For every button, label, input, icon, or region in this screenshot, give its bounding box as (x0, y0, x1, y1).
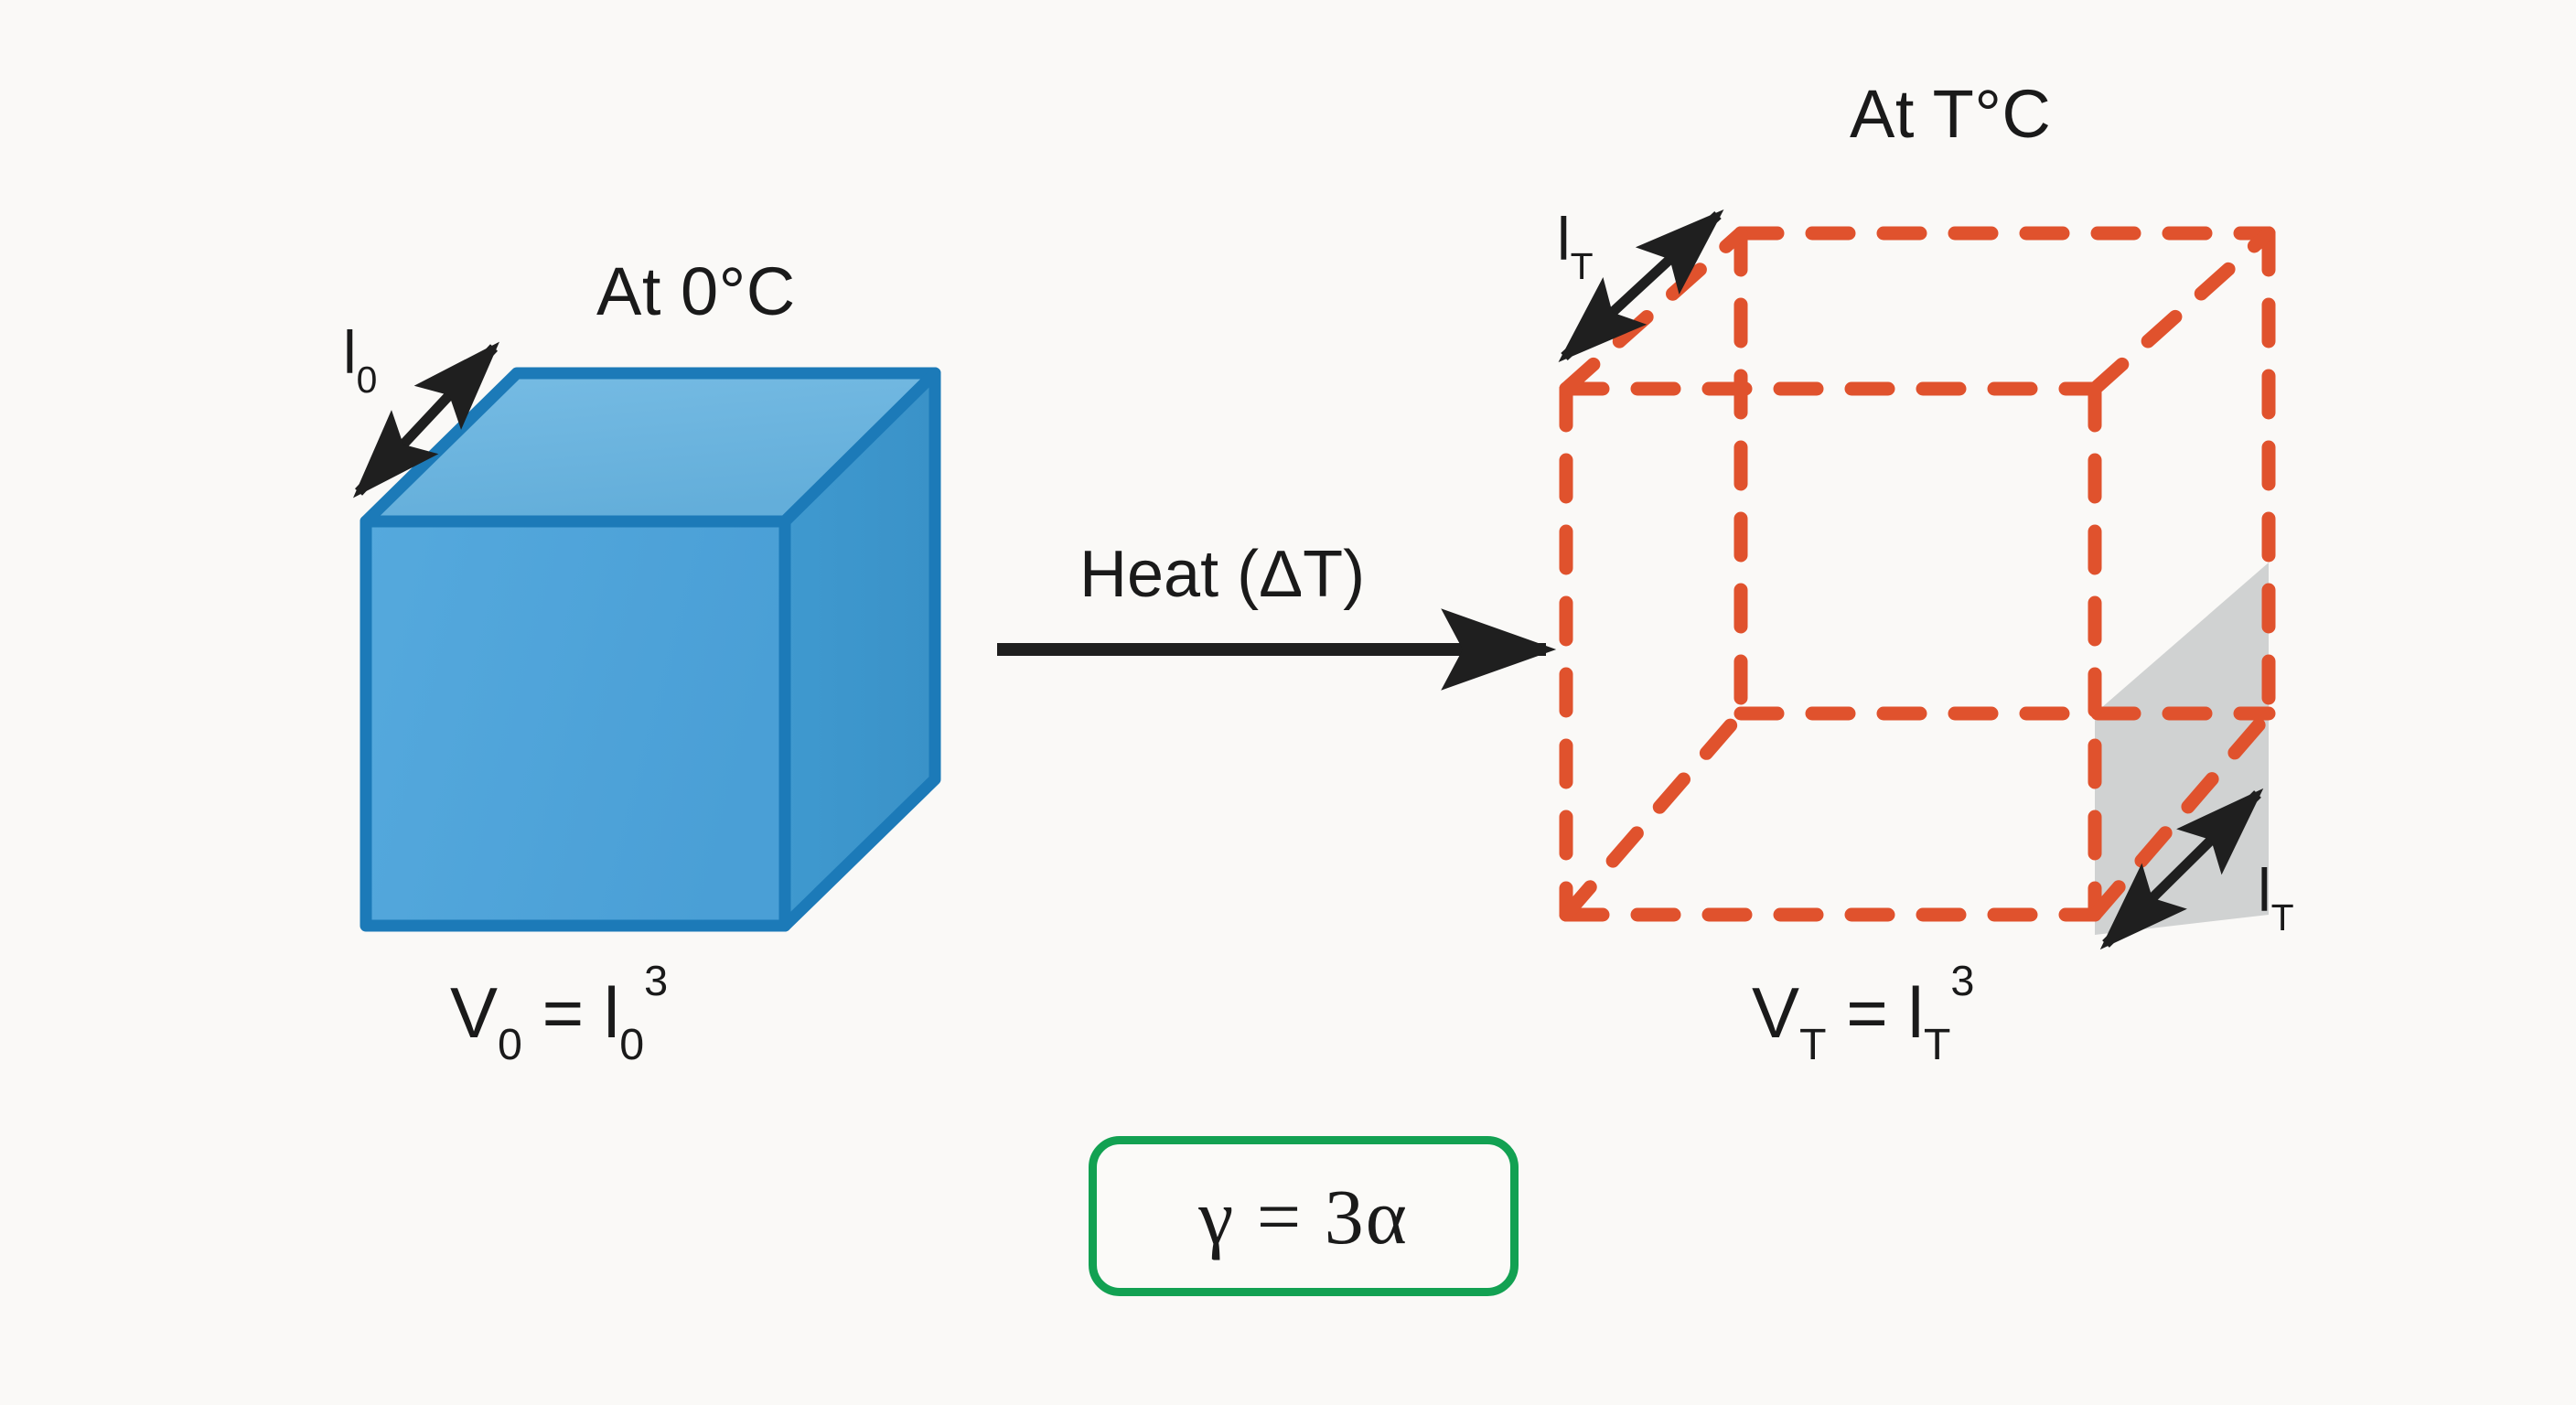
lt-bottom-dimension-arrow (2099, 788, 2264, 950)
l0-dimension-arrow (352, 341, 500, 499)
vt-subscript: T (1799, 1020, 1827, 1070)
lt-top-base: l (1557, 205, 1571, 273)
heat-transition-label: Heat (ΔT) (1079, 538, 1366, 611)
connector-bottom-right (2088, 706, 2276, 922)
vt-rhs-superscript: 3 (1950, 957, 1975, 1005)
connector-top-left (1559, 226, 1748, 396)
relation-formula-text: γ = 3α (1198, 1172, 1409, 1260)
v0-subscript: 0 (498, 1020, 522, 1070)
v0-rhs-base: l (603, 972, 620, 1053)
lt-top-dimension-label: lT (1557, 209, 1594, 284)
l0-base: l (343, 318, 357, 386)
cube-at-0c (360, 367, 941, 932)
vt-equals: = (1826, 972, 1908, 1053)
left-panel-title: At 0°C (596, 253, 796, 329)
lt-top-subscript: T (1570, 244, 1594, 287)
lt-top-dimension-arrow (1558, 209, 1724, 362)
lt-bottom-dimension-label: lT (2258, 860, 2294, 936)
lt-bottom-base: l (2258, 856, 2271, 924)
volume-label-final: VT = lT3 (1752, 960, 1974, 1067)
cube-front-face (360, 515, 791, 932)
connector-top-right (2088, 226, 2276, 396)
l0-subscript: 0 (356, 358, 378, 401)
vt-rhs-subscript: T (1923, 1020, 1951, 1070)
right-panel-title: At T°C (1850, 76, 2052, 152)
l0-dimension-label: l0 (343, 322, 377, 398)
v0-rhs-subscript: 0 (619, 1020, 645, 1070)
vt-rhs-base: l (1907, 972, 1924, 1053)
v0-base: V (450, 972, 499, 1053)
vt-base: V (1752, 972, 1800, 1053)
volume-label-initial: V0 = l03 (450, 960, 668, 1067)
v0-equals: = (521, 972, 604, 1053)
connector-bottom-left (1559, 706, 1748, 922)
relation-formula-box: γ = 3α (1089, 1136, 1519, 1296)
cube-at-tc (1559, 226, 2276, 935)
lt-bottom-subscript: T (2270, 896, 2294, 938)
v0-rhs-superscript: 3 (644, 957, 669, 1005)
